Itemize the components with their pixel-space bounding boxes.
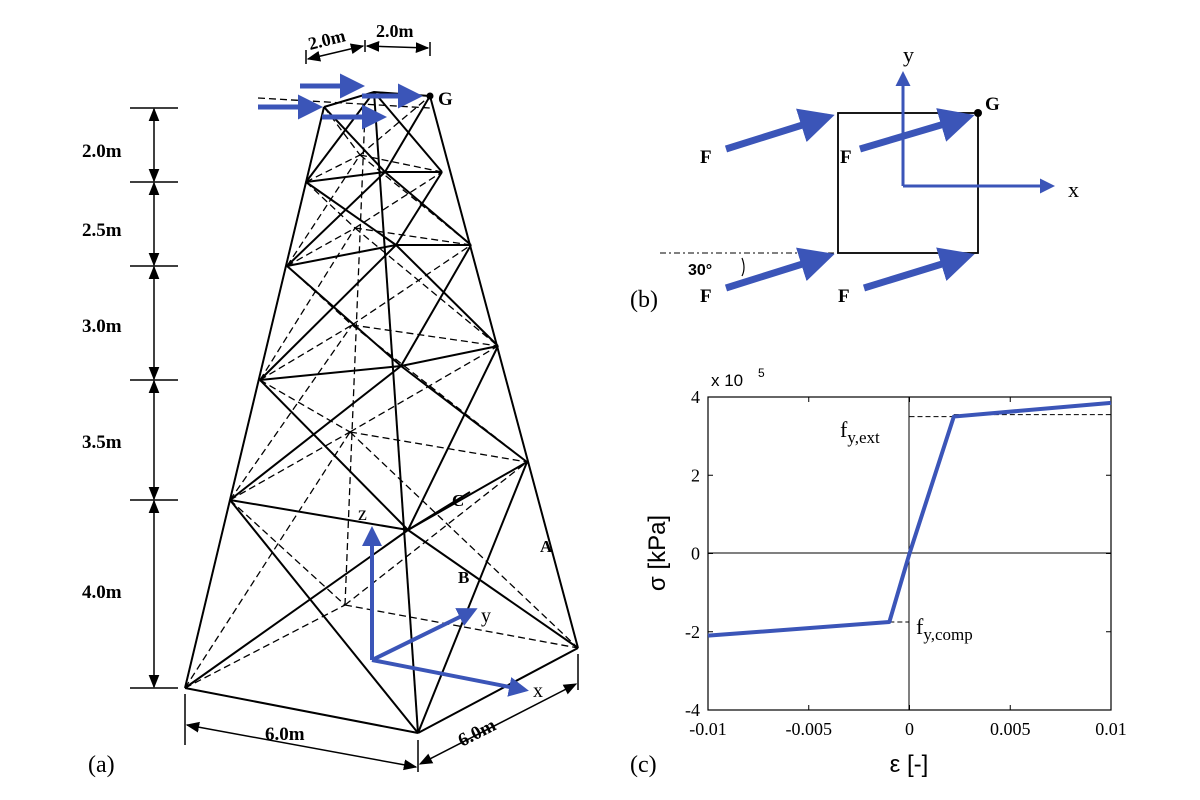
fy-ext-main: f	[840, 417, 848, 442]
y-tick-label-3: 2	[691, 465, 700, 485]
caption-c: (c)	[630, 752, 657, 778]
y-tick-label-4: 4	[691, 387, 700, 407]
base-side-dim: 6.0m	[455, 715, 500, 752]
force-label-1: F	[700, 147, 712, 168]
y-tick-label-2: 0	[691, 544, 700, 564]
level-dim-4: 3.5m	[82, 432, 122, 453]
x-axis-label: ε [-]	[890, 751, 929, 778]
node-b-label: B	[458, 568, 469, 587]
top-view-forces	[724, 108, 975, 292]
force-label-2: F	[840, 147, 852, 168]
node-g-label: G	[438, 89, 453, 110]
multiplier-label: x 10	[711, 371, 743, 390]
fy-comp-annotation: fy,comp	[916, 614, 973, 644]
top-view-axes	[895, 71, 1055, 194]
caption-a: (a)	[88, 752, 115, 778]
tower-load-arrows	[258, 73, 423, 130]
node-a-label: A	[540, 537, 553, 556]
top-axis-y-label: y	[903, 42, 914, 67]
tower-axes	[362, 526, 529, 697]
height-dimension	[130, 107, 178, 689]
top-view-square	[837, 112, 979, 254]
axis-x-label: x	[533, 680, 543, 702]
axis-z-label: z	[358, 503, 367, 525]
x-tick-label-3: 0.005	[990, 719, 1031, 739]
x-tick-label-4: 0.01	[1095, 719, 1127, 739]
node-c-label: C	[452, 491, 464, 510]
top-axis-x-label: x	[1068, 177, 1079, 202]
y-axis-label: σ [kPa]	[644, 515, 671, 591]
x-tick-label-2: 0	[905, 719, 914, 739]
tower-hidden-members	[184, 95, 579, 689]
caption-b: (b)	[630, 287, 658, 313]
y-tick-label-0: -4	[685, 700, 700, 720]
x-tick-label-0: -0.01	[689, 719, 727, 739]
force-label-4: F	[838, 286, 850, 307]
fy-comp-main: f	[916, 614, 924, 639]
fy-ext-sub: y,ext	[847, 428, 880, 447]
top-left-dim: 2.0m	[306, 25, 347, 53]
angle-arc	[741, 257, 745, 277]
node-g-marker	[426, 92, 434, 100]
top-dimension	[305, 40, 431, 64]
x-tick-label-1: -0.005	[786, 719, 833, 739]
force-label-3: F	[700, 286, 712, 307]
level-dim-3: 3.0m	[82, 316, 122, 337]
fy-comp-sub: y,comp	[923, 625, 972, 644]
top-right-dim: 2.0m	[376, 21, 414, 41]
base-front-dim: 6.0m	[265, 724, 305, 745]
level-dim-5: 4.0m	[82, 582, 122, 603]
level-dim-1: 2.0m	[82, 141, 122, 162]
multiplier-exponent: 5	[758, 366, 765, 380]
chart-dynamic: -0.01 -0.005 0 0.005 0.01 -4 -2 0 2 4	[685, 387, 1127, 739]
stress-strain-curve	[707, 400, 1112, 638]
top-node-g	[974, 109, 982, 117]
panel-b: 30° F F F F y x G (b)	[630, 42, 1079, 313]
fy-ext-annotation: fy,ext	[840, 417, 880, 447]
level-dim-2: 2.5m	[82, 220, 122, 241]
axis-y-label: y	[481, 605, 491, 627]
y-tick-label-1: -2	[685, 622, 700, 642]
top-node-g-label: G	[985, 94, 1000, 115]
angle-label: 30°	[688, 262, 712, 279]
panel-a: 2.0m 2.5m 3.0m 3.5m 4.0m 6.0m 6.0m 2.0m …	[82, 21, 579, 778]
base-dimension	[184, 654, 579, 772]
